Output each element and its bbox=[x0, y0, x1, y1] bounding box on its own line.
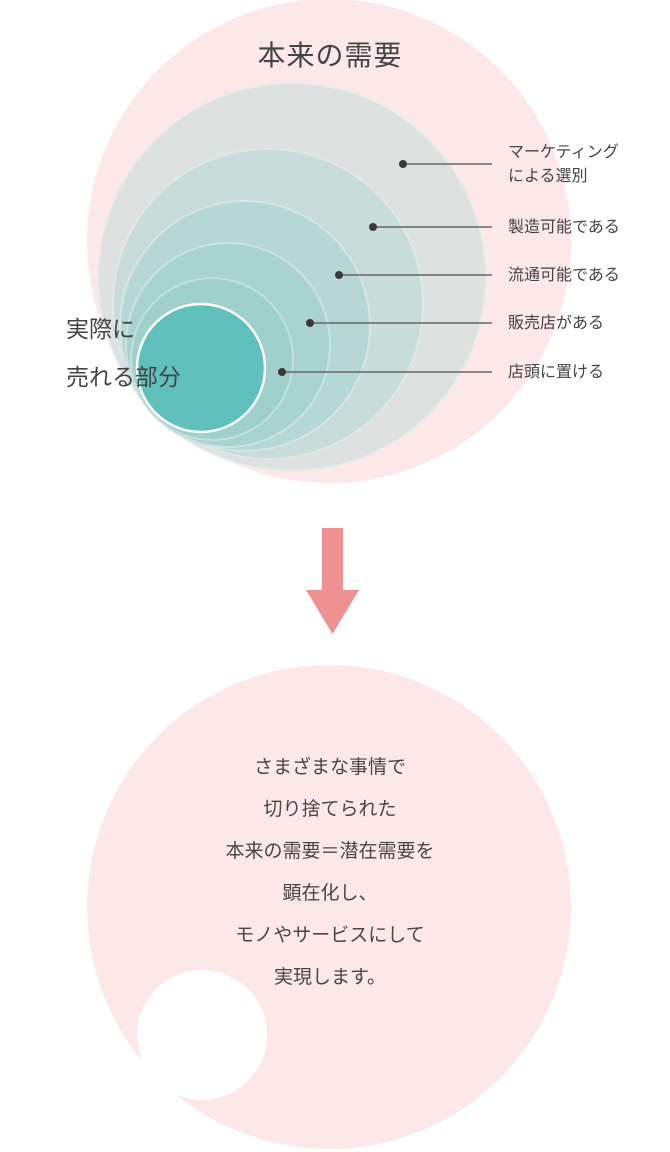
layer-label-marketing: マーケティング による選別 bbox=[508, 140, 619, 188]
text-line: さまざまな事情で bbox=[253, 756, 406, 778]
leader-dot bbox=[399, 160, 407, 168]
layer-label-retailer: 販売店がある bbox=[508, 313, 605, 332]
layer-label-distributable: 流通可能である bbox=[508, 265, 620, 284]
down-arrow-icon bbox=[306, 528, 359, 634]
actually-sold-label-line: 実際に bbox=[66, 317, 135, 343]
layer-label-manufacturable: 製造可能である bbox=[508, 217, 620, 236]
text-line: 顕在化し、 bbox=[282, 882, 378, 904]
potential-demand-text: さまざまな事情で 切り捨てられた 本来の需要＝潜在需要を 顕在化し、 モノやサー… bbox=[0, 746, 660, 998]
leader-dot bbox=[369, 223, 377, 231]
text-line: 本来の需要＝潜在需要を bbox=[225, 840, 435, 862]
text-line: 実現します。 bbox=[273, 966, 387, 988]
diagram-title: 本来の需要 bbox=[257, 39, 403, 72]
layer-label-line: による選別 bbox=[508, 166, 588, 185]
leader-dot bbox=[278, 368, 286, 376]
actually-sold-label-line: 売れる部分 bbox=[66, 365, 181, 391]
text-line: 切り捨てられた bbox=[263, 798, 397, 820]
actually-sold-circle bbox=[135, 302, 267, 434]
leader-dot bbox=[306, 319, 314, 327]
leader-dot bbox=[335, 271, 343, 279]
cutout-circle bbox=[137, 970, 267, 1100]
actually-sold-label: 実際に 売れる部分 bbox=[66, 306, 181, 402]
layer-label-line: マーケティング bbox=[508, 142, 619, 161]
text-line: モノやサービスにして bbox=[235, 924, 425, 946]
layer-label-shelf: 店頭に置ける bbox=[508, 362, 605, 381]
